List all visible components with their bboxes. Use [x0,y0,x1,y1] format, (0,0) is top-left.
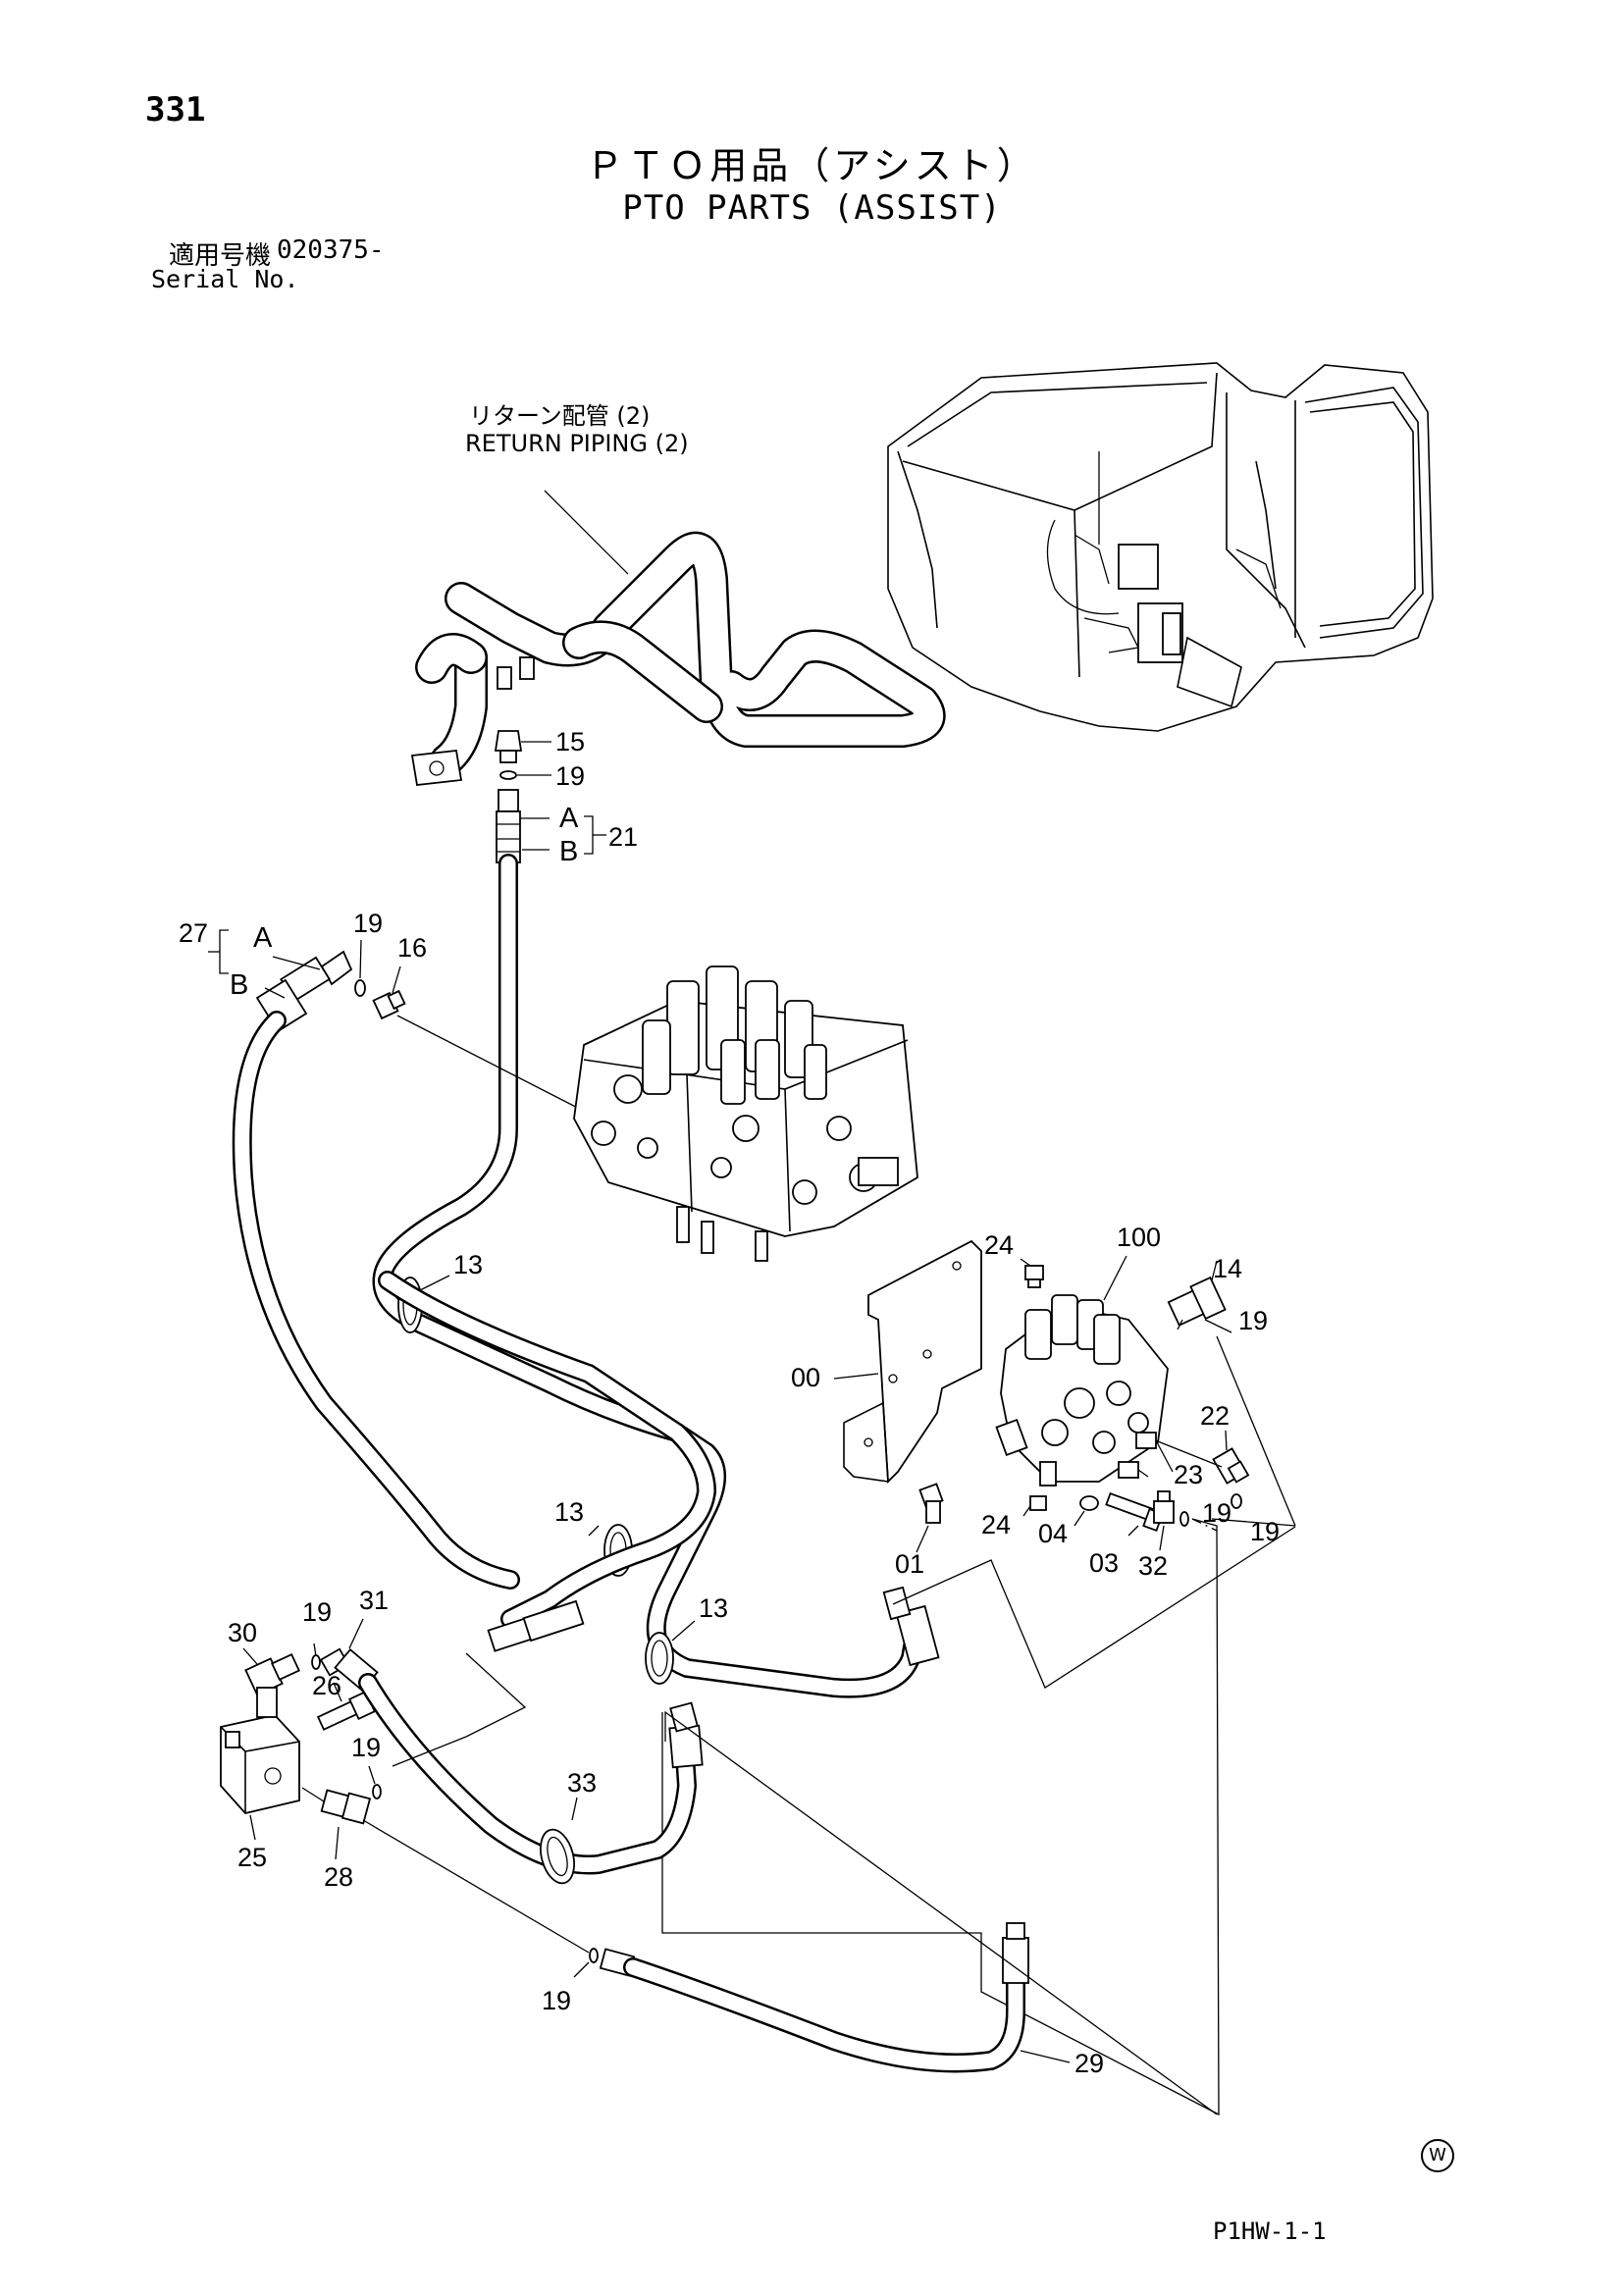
callout-24b: 24 [981,1510,1011,1539]
callout-labels: 15 19 A B 21 27 A B 19 16 13 13 13 24 10… [179,727,1280,2078]
return-piping [410,490,946,786]
callout-31: 31 [359,1586,389,1615]
callout-b-27: B [230,969,248,1001]
o-ring-19b [354,979,366,997]
callout-19h: 19 [542,1986,571,2015]
callout-19d: 19 [1202,1498,1231,1528]
callout-03: 03 [1089,1548,1119,1578]
clamp-33 [540,1828,575,1885]
callout-a-27: A [253,922,273,954]
callout-30: 30 [228,1618,257,1647]
callout-a-21: A [559,803,579,834]
callout-22: 22 [1200,1401,1230,1431]
page-title-en: PTO PARTS (ASSIST) [622,188,1002,228]
hose-21 [372,789,940,1698]
bracket-plate-00 [843,1239,982,1485]
callout-19e: 19 [1250,1517,1280,1546]
callout-32: 32 [1138,1551,1168,1581]
page-title-jp: ＰＴＯ用品（アシスト） [586,144,1038,187]
washer-04 [1079,1495,1099,1511]
plug-24b [1029,1495,1047,1511]
serial-label-en: Serial No. [151,265,299,293]
elbow-14 [1167,1276,1227,1327]
callout-19g: 19 [351,1733,381,1762]
callout-14: 14 [1213,1254,1242,1283]
callout-100: 100 [1117,1223,1161,1252]
o-ring-19f [372,1784,382,1799]
o-ring-19 [499,770,517,780]
return-piping-label-en: RETURN PIPING (2) [465,430,689,457]
serial-label-jp: 適用号機 [169,241,272,271]
callout-24a: 24 [984,1230,1014,1260]
callout-00: 00 [791,1363,820,1392]
registered-mark: W [1421,2139,1454,2172]
plug-16 [372,989,406,1020]
control-valve-main [573,965,918,1262]
valve-assembly-100 [995,1294,1169,1487]
callout-19c: 19 [1238,1306,1268,1335]
hose-29 [599,1922,1029,2073]
callout-13b: 13 [554,1497,584,1527]
fitting-15 [494,730,523,763]
callout-13c: 13 [699,1593,728,1623]
elbow-22 [1212,1447,1250,1485]
callout-19: 19 [555,761,585,791]
o-ring-19c [1231,1493,1242,1509]
callout-19f: 19 [302,1597,332,1627]
callout-19b: 19 [353,909,383,938]
callout-13a: 13 [453,1250,483,1279]
bolt-03 [1105,1491,1164,1533]
excavator-overview-illustration [887,362,1434,732]
plug-23 [1118,1432,1157,1479]
callout-28: 28 [324,1862,353,1892]
o-ring-19e [311,1654,321,1670]
callout-25: 25 [237,1843,267,1872]
clamp-13c [645,1632,674,1685]
callout-26: 26 [312,1671,341,1700]
fitting-28 [320,1789,372,1825]
callout-21: 21 [608,822,638,852]
elbow-30 [244,1652,300,1718]
page-number: 331 [145,90,206,130]
return-piping-label-jp: リターン配管 (2) [469,402,651,430]
hose-31 [319,1647,704,1875]
callout-29: 29 [1074,2049,1104,2078]
callout-33: 33 [567,1768,597,1798]
plug-24a [1024,1265,1044,1288]
callout-04: 04 [1038,1519,1068,1548]
callout-b-21: B [559,836,578,867]
callout-01: 01 [895,1549,924,1579]
o-ring-19g [589,1948,599,1963]
callout-15: 15 [555,727,585,756]
drawing-code: P1HW-1-1 [1213,2217,1327,2245]
fitting-32 [1153,1490,1175,1524]
valve-block-25 [220,1714,300,1814]
callout-16: 16 [397,933,427,963]
callout-27: 27 [179,918,208,948]
bolt-01 [918,1483,944,1524]
serial-number: 020375- [277,235,385,265]
o-ring-19d [1179,1511,1189,1527]
callout-23: 23 [1174,1460,1203,1489]
